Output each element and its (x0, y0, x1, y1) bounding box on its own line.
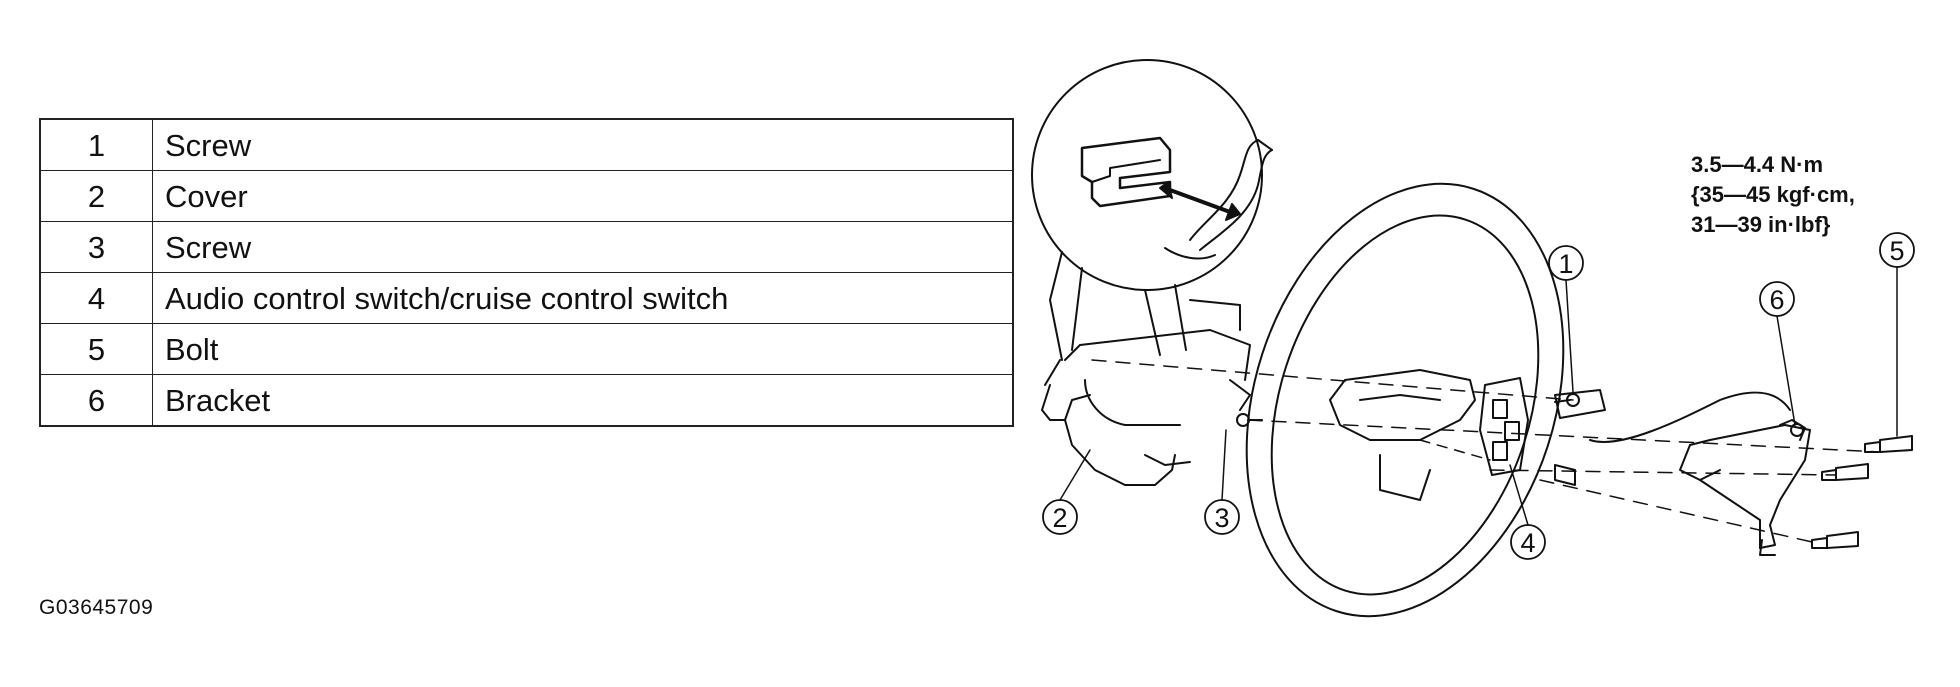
table-row: 1 Screw (39, 118, 1014, 171)
callout-label-3: 3 (1214, 503, 1229, 533)
part-name: Screw (152, 118, 1014, 171)
detail-magnifier (1031, 59, 1273, 361)
part-number: 6 (39, 374, 153, 427)
table-row: 4 Audio control switch/cruise control sw… (39, 272, 1014, 324)
torque-line: 31—39 in·lbf} (1691, 212, 1831, 237)
callout-circles (1042, 232, 1915, 560)
part-name: Bolt (152, 323, 1014, 375)
callout-label-4: 4 (1520, 528, 1535, 558)
parts-table: 1 Screw 2 Cover 3 Screw 4 Audio control … (39, 118, 1014, 427)
callout-label-6: 6 (1769, 285, 1784, 315)
part-number: 4 (39, 272, 153, 324)
part-name: Bracket (152, 374, 1014, 427)
table-row: 3 Screw (39, 221, 1014, 273)
table-row: 5 Bolt (39, 323, 1014, 375)
bracket (1679, 419, 1811, 556)
assembly-axis-lines (1091, 359, 1881, 543)
part-number: 5 (39, 323, 153, 375)
callout-leaders (1059, 266, 1898, 526)
table-row: 6 Bracket (39, 374, 1014, 427)
steering-wheel (1245, 182, 1791, 618)
figure-code: G03645709 (39, 596, 154, 619)
part-name: Audio control switch/cruise control swit… (152, 272, 1014, 324)
callout-label-2: 2 (1052, 503, 1067, 533)
callout-label-1: 1 (1558, 249, 1573, 279)
callout-label-5: 5 (1889, 236, 1904, 266)
screw-1 (1554, 393, 1580, 407)
torque-spec: 3.5—4.4 N·m {35—45 kgf·cm, 31—39 in·lbf} (1691, 150, 1855, 240)
column-cover (1041, 299, 1251, 486)
bolts (1811, 435, 1913, 549)
torque-line: 3.5—4.4 N·m (1691, 152, 1824, 177)
torque-line: {35—45 kgf·cm, (1691, 182, 1855, 207)
table-row: 2 Cover (39, 170, 1014, 222)
part-name: Screw (152, 221, 1014, 273)
part-number: 2 (39, 170, 153, 222)
